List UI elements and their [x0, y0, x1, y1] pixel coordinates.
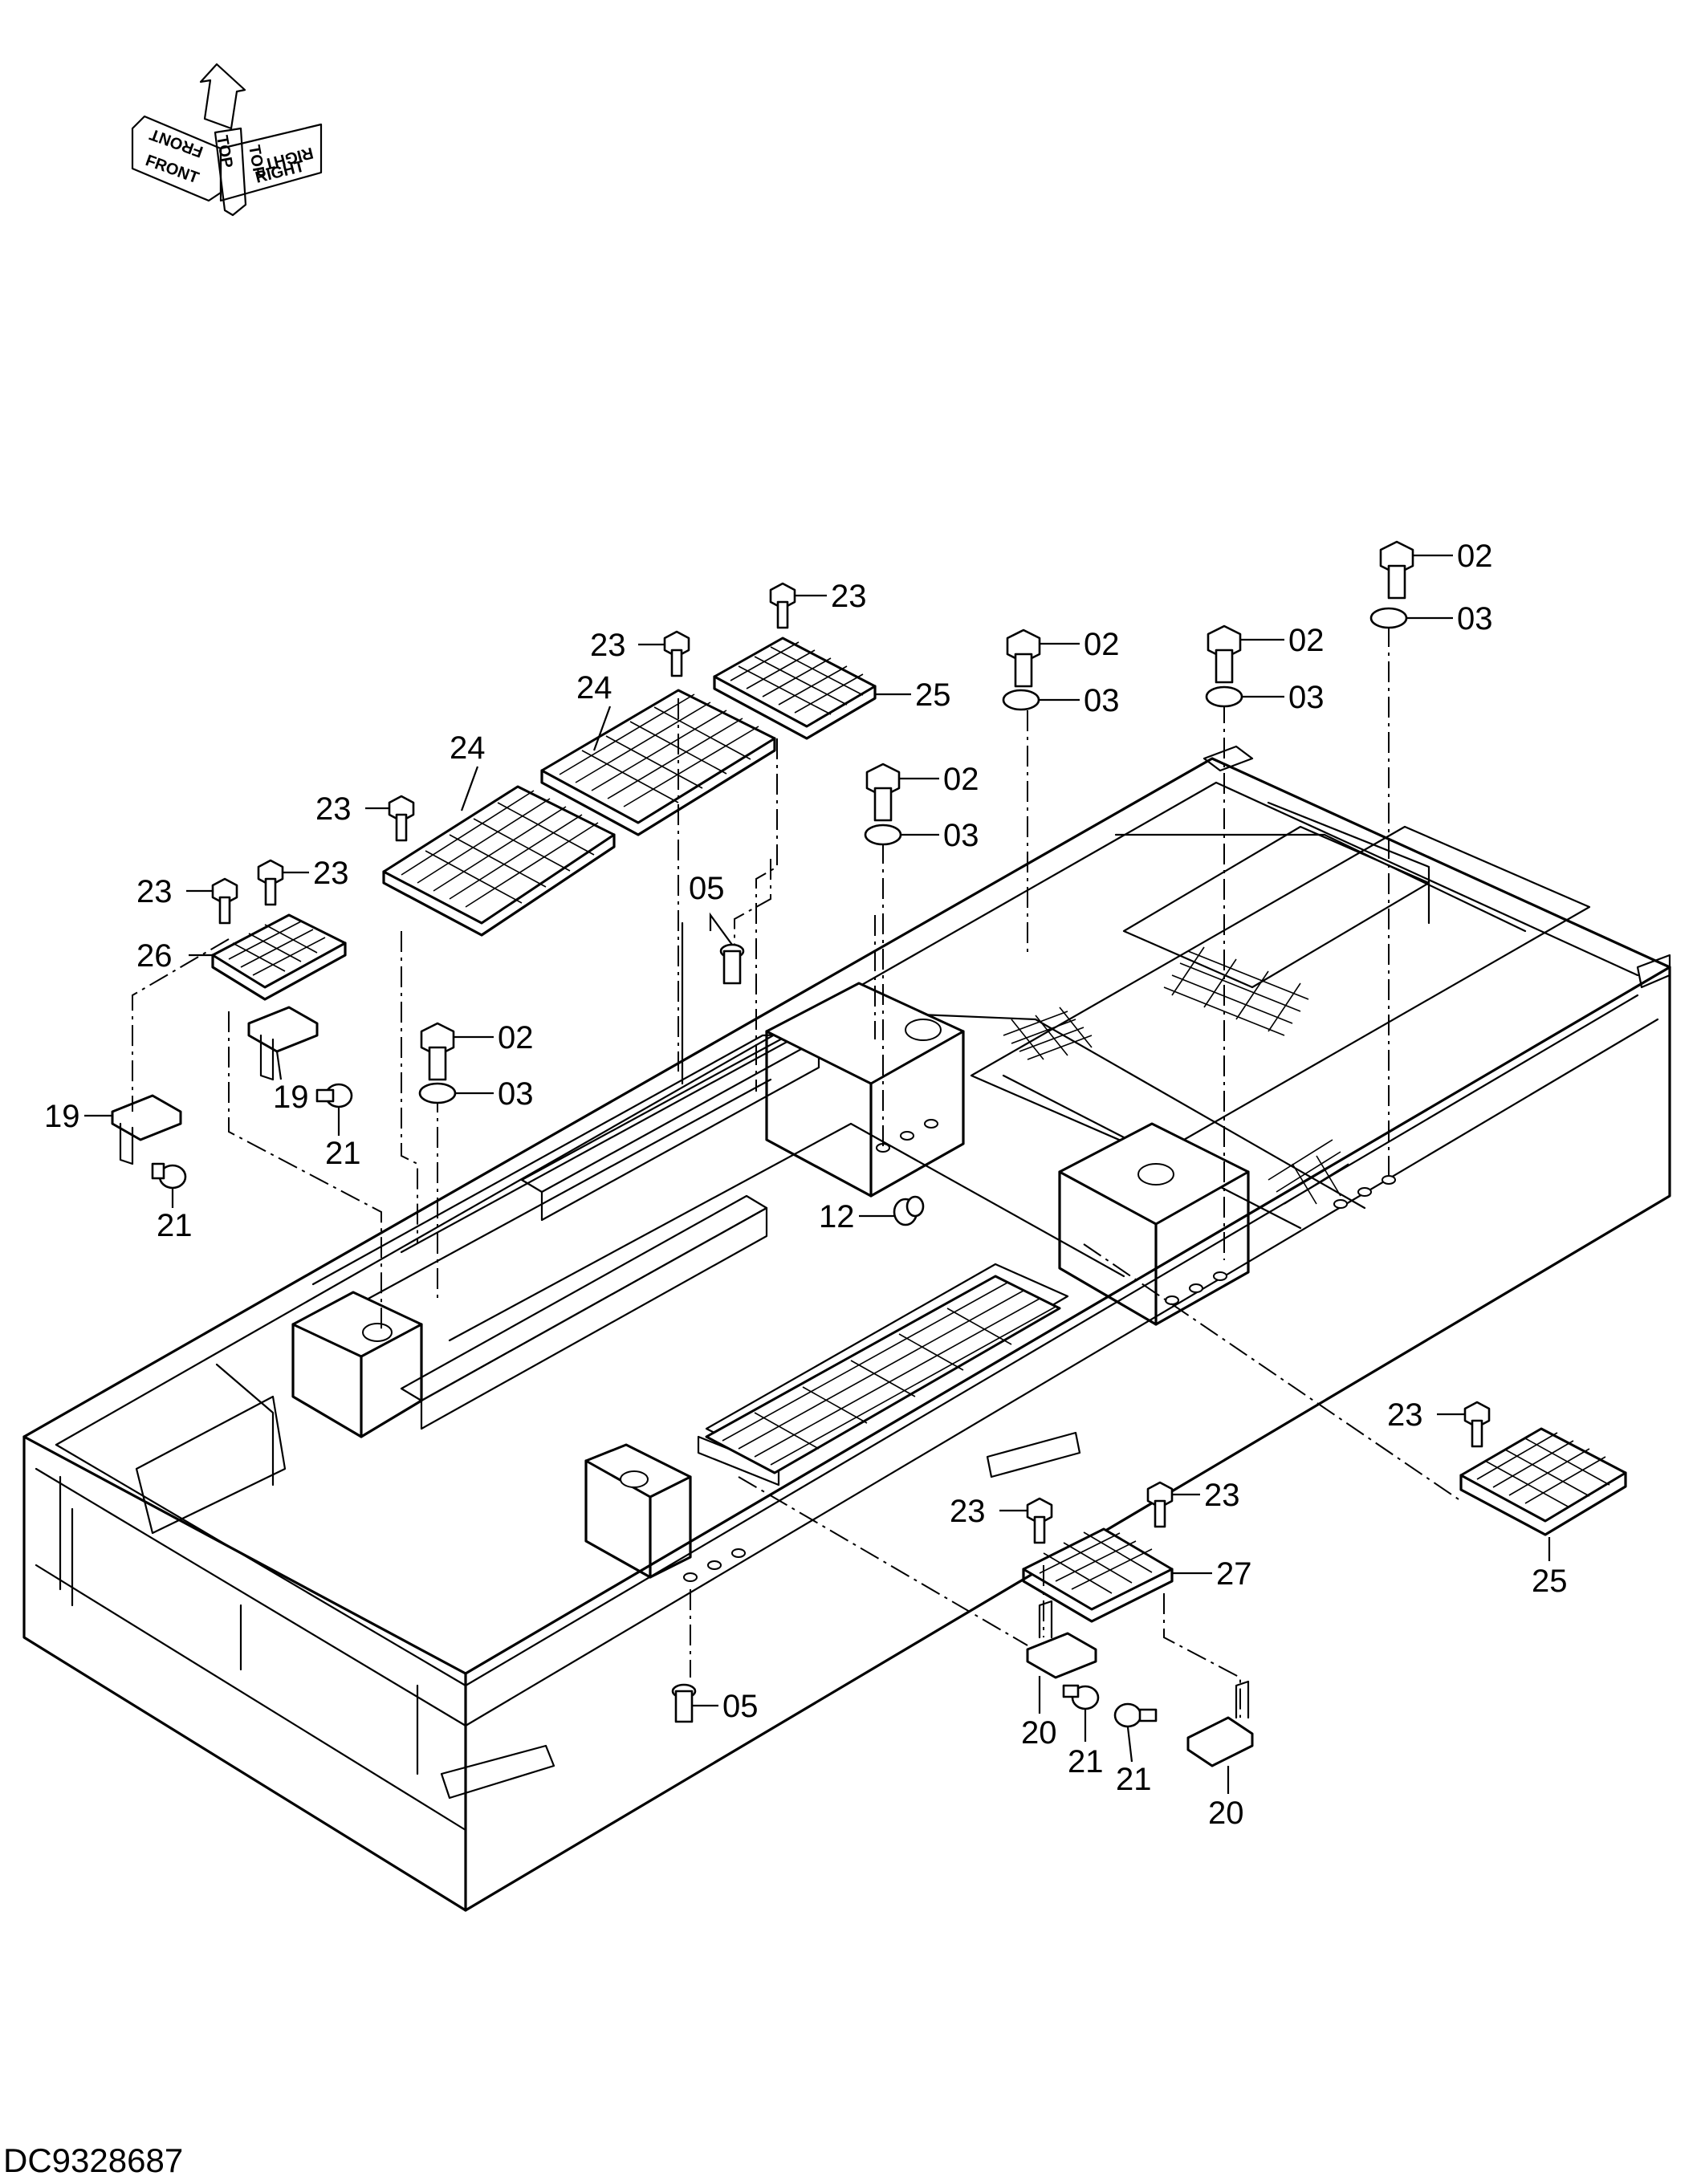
- callout-19: 19: [44, 1099, 80, 1134]
- pin-icon: [671, 1683, 697, 1723]
- small-bolt-icon: [1146, 1481, 1174, 1528]
- callout-02: 02: [1084, 627, 1120, 662]
- bolt-icon: [1207, 624, 1242, 684]
- leader-lines: [84, 554, 1551, 1794]
- washer-icon: [1205, 685, 1243, 708]
- callout-21: 21: [1116, 1762, 1152, 1797]
- top-label: TOP: [213, 134, 236, 169]
- walkway-grate: [705, 1275, 1061, 1474]
- callout-03: 03: [498, 1076, 534, 1112]
- bolt-icon: [865, 763, 901, 822]
- callout-23: 23: [315, 791, 352, 827]
- flange-bolt-icon: [315, 1083, 353, 1108]
- panel-24-right: [540, 689, 776, 836]
- callout-23: 23: [1204, 1478, 1240, 1513]
- panel-25-bottom: [1459, 1427, 1627, 1536]
- washer-icon: [1002, 689, 1040, 711]
- flange-bolt-icon: [1062, 1684, 1100, 1710]
- flange-bolt-icon: [151, 1162, 187, 1190]
- bearing-blocks: [291, 982, 1250, 1579]
- callout-23: 23: [950, 1494, 986, 1529]
- callout-02: 02: [943, 762, 979, 797]
- callout-02: 02: [1457, 539, 1493, 574]
- document-id: DC9328687: [3, 2141, 184, 2179]
- panel-27: [1022, 1527, 1174, 1623]
- callout-03: 03: [1288, 680, 1325, 715]
- callout-21: 21: [157, 1208, 193, 1243]
- callout-21: 21: [1068, 1744, 1104, 1779]
- callout-labels: 02 03 02 03 02 03 02 03 02 03 05 05 12 1…: [44, 539, 1568, 1831]
- callout-23: 23: [1387, 1397, 1423, 1433]
- hardware: [151, 540, 1491, 1728]
- small-bolt-icon: [769, 582, 796, 629]
- small-bolt-icon: [211, 877, 238, 925]
- grommet-icon: [893, 1195, 925, 1226]
- small-bolt-icon: [1463, 1401, 1491, 1448]
- callout-24: 24: [576, 670, 612, 706]
- callout-02: 02: [1288, 623, 1325, 658]
- bolt-icon: [1379, 540, 1414, 600]
- callout-23: 23: [313, 856, 349, 891]
- callout-05: 05: [689, 871, 725, 906]
- bolt-icon: [1006, 628, 1041, 688]
- orientation-arrows: FRONT FRONT TOP TOP RIGHT RIGHT: [131, 63, 323, 217]
- small-bolt-icon: [388, 795, 415, 842]
- small-bolt-icon: [257, 859, 284, 906]
- callout-23: 23: [136, 874, 173, 909]
- hatch-patches: [1003, 946, 1349, 1205]
- callout-25: 25: [1532, 1564, 1568, 1599]
- panel-24-left: [382, 785, 616, 937]
- flange-bolt-icon: [1113, 1702, 1158, 1728]
- callout-03: 03: [1084, 683, 1120, 718]
- callout-23: 23: [590, 628, 626, 663]
- callout-25: 25: [915, 677, 951, 713]
- callout-05: 05: [722, 1689, 759, 1724]
- pin-icon: [719, 943, 745, 985]
- washer-icon: [1369, 607, 1408, 629]
- callout-23: 23: [831, 579, 867, 614]
- callout-02: 02: [498, 1020, 534, 1055]
- brackets: [111, 1006, 1254, 1767]
- callout-24: 24: [450, 730, 486, 766]
- alignment-lines: [132, 626, 1462, 1718]
- bolt-icon: [420, 1022, 455, 1081]
- washer-icon: [864, 824, 902, 846]
- main-frame: [22, 745, 1671, 1912]
- callout-03: 03: [943, 818, 979, 853]
- callout-26: 26: [136, 938, 173, 974]
- small-bolt-icon: [1026, 1497, 1053, 1544]
- frame-holes: [683, 1119, 1396, 1582]
- callout-27: 27: [1216, 1556, 1252, 1592]
- callout-19: 19: [273, 1080, 309, 1115]
- callout-12: 12: [819, 1199, 855, 1234]
- callout-20: 20: [1208, 1796, 1244, 1831]
- callout-20: 20: [1021, 1715, 1057, 1751]
- washer-icon: [418, 1082, 457, 1104]
- small-bolt-icon: [663, 630, 690, 677]
- callout-03: 03: [1457, 601, 1493, 636]
- callout-21: 21: [325, 1136, 361, 1171]
- panel-26: [211, 913, 347, 1001]
